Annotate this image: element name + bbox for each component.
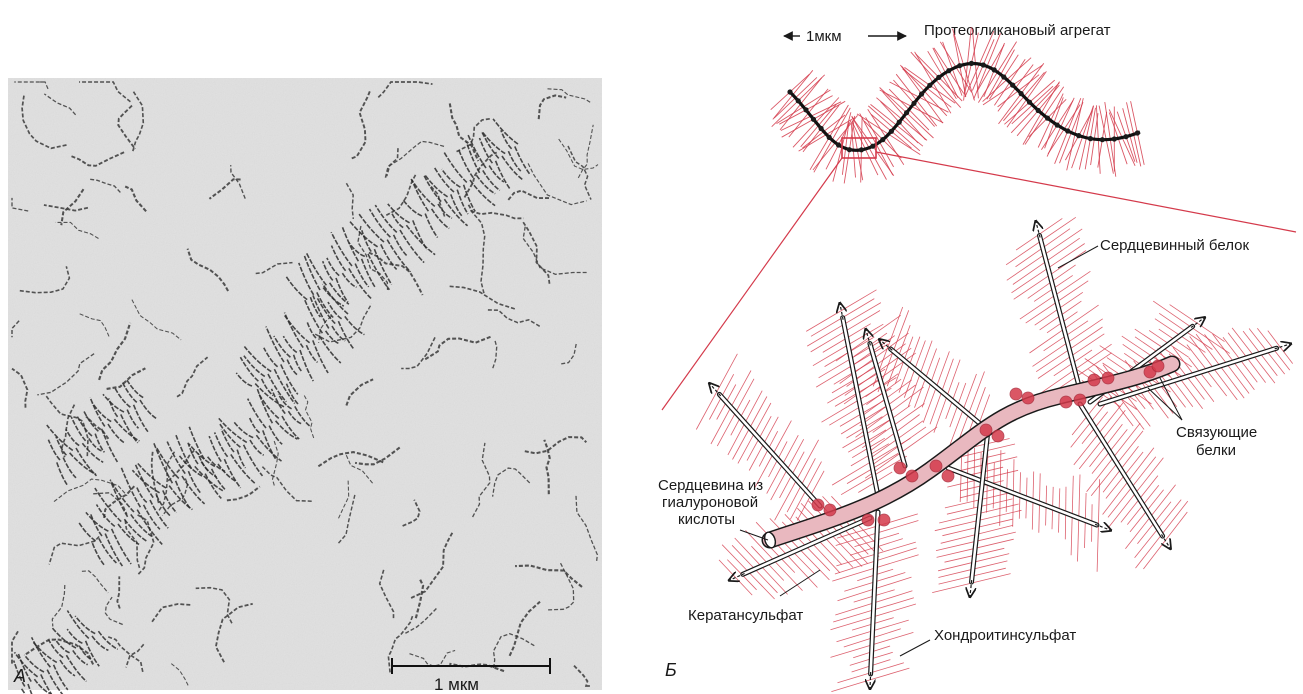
label-chondroitin-sulfate: Хондроитинсульфат — [934, 627, 1076, 644]
label-keratan-sulfate: Кератансульфат — [688, 607, 803, 624]
zoom-line-left — [662, 158, 842, 410]
scale-bar-a-label: 1 мкм — [434, 675, 479, 694]
leader-keratan — [780, 570, 820, 596]
label-core-protein: Сердцевинный белок — [1100, 237, 1249, 254]
label-hyaluronic-3: кислоты — [678, 511, 735, 528]
aggregate-title: Протеогликановый агрегат — [924, 22, 1111, 39]
label-hyaluronic-2: гиалуроновой — [662, 494, 758, 511]
panel-a: 1 мкм А — [8, 78, 602, 694]
panel-b: 1мкм Протеогликановый агрегат Сердцевинн… — [658, 22, 1296, 692]
aggregate-overview-bristles — [771, 27, 1144, 183]
leader-chondroitin — [900, 640, 930, 656]
label-link-proteins-2: белки — [1196, 442, 1236, 459]
panel-b-letter: Б — [665, 660, 677, 680]
panel-a-letter: А — [13, 666, 26, 686]
leader-link-proteins-1 — [1148, 388, 1182, 420]
label-hyaluronic-1: Сердцевина из — [658, 477, 763, 494]
scale-bar-b-label: 1мкм — [806, 28, 842, 45]
label-link-proteins-1: Связующие — [1176, 424, 1257, 441]
